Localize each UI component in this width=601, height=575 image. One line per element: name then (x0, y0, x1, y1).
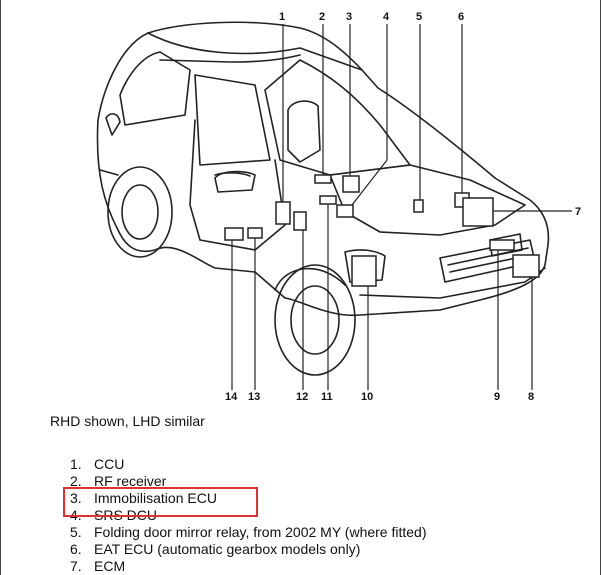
callout-3: 3 (346, 11, 352, 23)
legend-item: 6.EAT ECU (automatic gearbox models only… (70, 541, 427, 558)
callout-7: 7 (575, 206, 581, 218)
legend-text: Folding door mirror relay, from 2002 MY … (94, 524, 427, 540)
callout-8: 8 (528, 391, 534, 403)
highlight-box (63, 487, 258, 517)
windshield (265, 60, 410, 175)
legend-number: 6. (70, 541, 94, 558)
callout-9: 9 (494, 391, 500, 403)
callout-5: 5 (416, 11, 422, 23)
legend-number: 1. (70, 456, 94, 473)
component-srs-dcu (337, 205, 353, 217)
legend-text: CCU (94, 456, 124, 472)
legend-item: 1.CCU (70, 456, 427, 473)
component-8 (513, 255, 539, 277)
legend-item: 7.ECM (70, 558, 427, 575)
component-14 (225, 228, 243, 240)
component-immobilisation-ecu (343, 176, 359, 192)
front-wheel (275, 265, 355, 375)
diagram-caption: RHD shown, LHD similar (50, 413, 205, 429)
callout-11: 11 (321, 391, 333, 403)
callout-2: 2 (319, 11, 325, 23)
seat (288, 101, 320, 162)
callout-14: 14 (225, 391, 238, 403)
callout-12: 12 (296, 391, 308, 403)
door-mirror (215, 172, 255, 192)
component-mirror-relay (414, 200, 423, 212)
callout-6: 6 (458, 11, 464, 23)
component-11 (320, 196, 336, 204)
callout-13: 13 (248, 391, 260, 403)
rear-lamp (106, 114, 120, 135)
side-window-rear (120, 52, 190, 125)
legend-text: EAT ECU (automatic gearbox models only) (94, 541, 360, 557)
vehicle-diagram: 1 2 3 4 5 6 7 8 9 10 11 12 13 14 (0, 0, 601, 405)
side-window-front (195, 75, 270, 165)
component-rf-receiver (315, 175, 331, 183)
callout-1: 1 (279, 11, 285, 23)
component-ecm (463, 198, 493, 226)
legend-number: 5. (70, 524, 94, 541)
component-10 (352, 256, 376, 286)
legend-item: 5.Folding door mirror relay, from 2002 M… (70, 524, 427, 541)
component-13 (248, 228, 262, 238)
component-ccu (276, 202, 290, 224)
legend-text: ECM (94, 558, 125, 574)
callout-10: 10 (361, 391, 373, 403)
component-9 (490, 240, 514, 250)
callout-4: 4 (383, 11, 390, 23)
component-12 (294, 212, 306, 230)
rear-wheel (108, 167, 172, 257)
legend-number: 7. (70, 558, 94, 575)
